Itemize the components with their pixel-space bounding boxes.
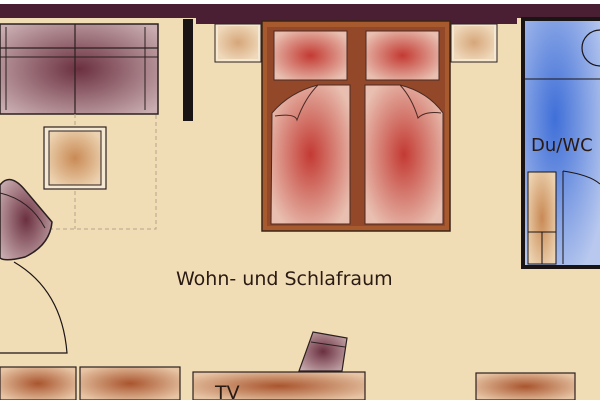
pillow-left <box>273 30 348 81</box>
cabinet-left <box>0 366 181 400</box>
pillow-right <box>365 30 440 81</box>
nightstand-left <box>214 23 262 63</box>
sink-icon <box>581 29 600 67</box>
partition-wall <box>183 19 193 121</box>
bathroom-door-swing <box>562 170 600 185</box>
double-bed <box>261 20 451 232</box>
nightstand-right <box>450 23 498 63</box>
door-swing-arc <box>0 261 68 354</box>
room-label: Wohn- und Schlafraum <box>176 268 393 290</box>
bathroom: Du/WC <box>521 17 600 269</box>
bathroom-label: Du/WC <box>531 135 593 156</box>
sofa <box>0 23 159 115</box>
tv-label: TV <box>214 382 240 400</box>
tv-bench <box>192 371 366 400</box>
cabinet-right <box>475 372 576 400</box>
desk-chair <box>298 331 348 372</box>
top-edge <box>0 0 600 4</box>
armchair <box>0 178 53 261</box>
coffee-table <box>43 126 107 190</box>
top-wall <box>0 4 600 18</box>
duvet-right <box>364 84 444 225</box>
duvet-left <box>270 84 351 225</box>
